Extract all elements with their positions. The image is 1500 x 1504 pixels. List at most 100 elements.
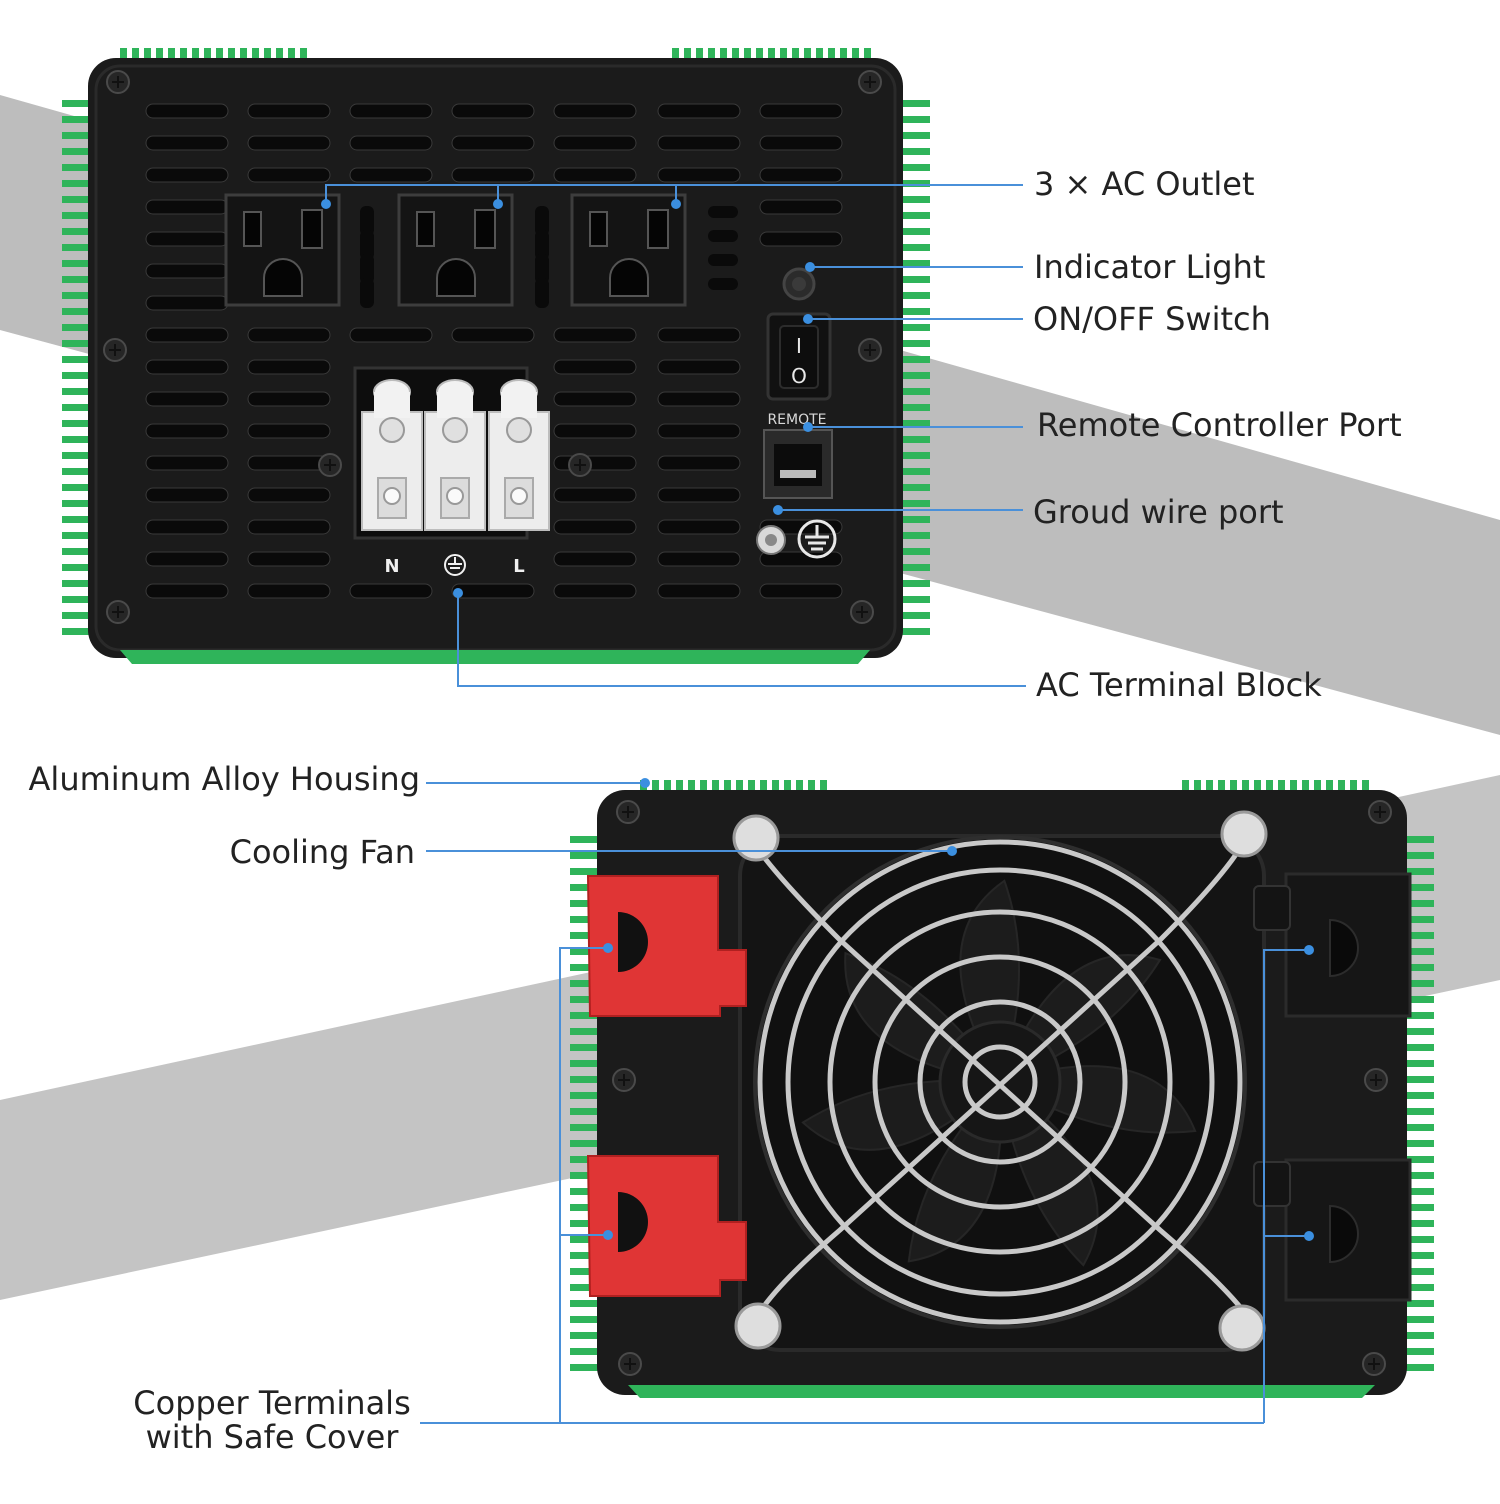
fin [784,780,791,796]
vent-slot [145,327,229,343]
vent-slot [759,199,843,215]
vent-slot [145,135,229,151]
fin [156,48,163,66]
fin [62,196,92,203]
callout-dot [947,846,957,856]
fin [780,48,787,66]
callout-dot [453,588,463,598]
vent-slot [247,519,331,535]
fin [1254,780,1261,796]
fin [120,48,127,66]
vent-slot [145,359,229,375]
fin [736,780,743,796]
fin [768,48,775,66]
callout-on-off-switch: ON/OFF Switch [1033,300,1271,338]
fin [192,48,199,66]
fin [820,780,827,796]
vent-slot [535,206,549,236]
fin [570,1140,600,1147]
bottom-heatsink-fins [570,780,1434,1371]
callout-ac-terminal-block: AC Terminal Block [1036,666,1322,704]
ac-outlets [224,193,687,307]
fin [900,308,930,315]
fin [62,180,92,187]
callout-dot [671,199,681,209]
negative-terminal-top[interactable] [1253,872,1412,1018]
fin [1404,948,1434,955]
fin [900,516,930,523]
fin [900,484,930,491]
vent-slot [553,455,637,471]
vent-slot [247,359,331,375]
fin [180,48,187,66]
fan-mount-screws [732,810,1268,1352]
outlet-slot [301,209,323,249]
vent-slot [247,551,331,567]
fin [204,48,211,66]
vent-slot [360,230,374,260]
fin [62,468,92,475]
ground-wire-port[interactable] [756,525,786,555]
fin [570,1156,600,1163]
fin [900,612,930,619]
fin [62,228,92,235]
callout-dot [803,314,813,324]
fin [1404,1092,1434,1099]
vent-slot [349,583,433,599]
on-off-switch[interactable]: I O [766,312,832,401]
vent-slot [247,487,331,503]
callout-leader-lines [325,184,1309,1424]
callout-dot [805,262,815,272]
fin [744,48,751,66]
fin [900,292,930,299]
fin [840,48,847,66]
fin [852,48,859,66]
fin [570,1284,600,1291]
fin [1182,780,1189,796]
fin [712,780,719,796]
fin [62,532,92,539]
callout-dot [773,505,783,515]
ac-terminal-block[interactable] [353,366,550,540]
vent-slot [657,519,741,535]
vent-slot [535,254,549,284]
vent-slot [553,487,637,503]
fin [1404,916,1434,923]
outlet-slot [589,211,608,247]
fin [900,420,930,427]
grill-cross-bar [751,836,1249,1324]
fin [1404,980,1434,987]
vent-slot [759,167,843,183]
callout-copper-terminals-line1: Copper Terminals [133,1384,411,1422]
inverter-ac-panel: I O REMOTE N [62,48,930,664]
terminal-neck [501,392,537,418]
outlet-ground-hole [609,258,649,297]
fin [62,148,92,155]
positive-terminal-bottom[interactable] [586,1155,747,1297]
fin [1404,1316,1434,1323]
positive-terminal-top[interactable] [586,875,747,1017]
vent-slot [145,487,229,503]
negative-terminal-bottom[interactable] [1253,1158,1412,1302]
fin [276,48,283,66]
fin [62,388,92,395]
fin [900,116,930,123]
fin [1194,780,1201,796]
fin [900,356,930,363]
fan-mount-screw [732,814,780,862]
vent-slot [145,295,229,311]
ground-symbol-icon [797,519,837,559]
vent-slot [535,230,549,260]
fin [570,964,600,971]
remote-controller-port[interactable] [763,429,833,499]
fin [1404,996,1434,1003]
fin [900,132,930,139]
outlet-ground-hole [436,258,476,297]
fin [640,780,647,796]
terminal-n-label: N [384,556,399,577]
vent-slot [708,206,738,218]
vent-slot [247,327,331,343]
fin [1302,780,1309,796]
fin [1338,780,1345,796]
fin [900,276,930,283]
